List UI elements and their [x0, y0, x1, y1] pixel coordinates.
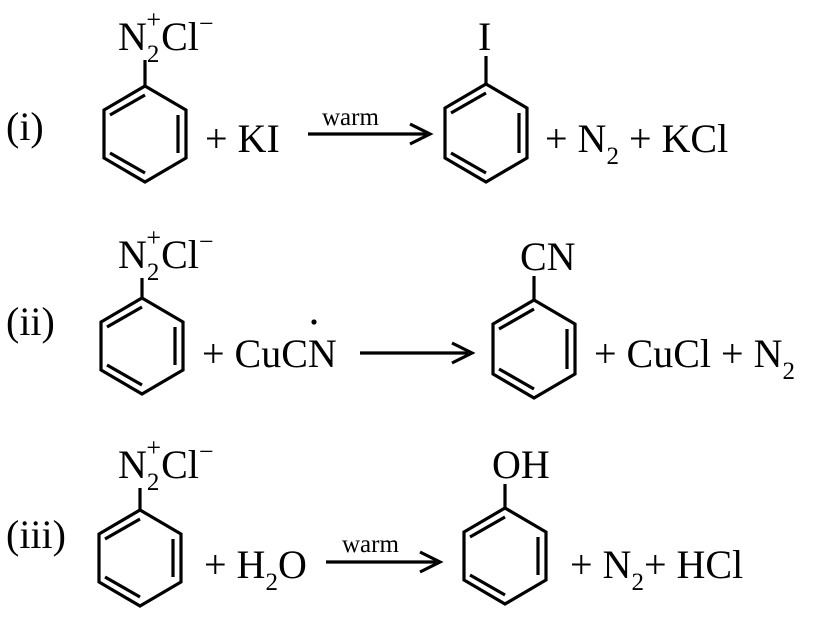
- reaction-3-arrow: [326, 550, 444, 574]
- reaction-3: (iii) N2+Cl− + H2O warm OH + N2+ HC: [6, 433, 743, 608]
- reaction-3-reactant-ring: [97, 508, 183, 608]
- reaction-3-condition: warm: [342, 531, 399, 558]
- reaction-1-product-group: I: [478, 14, 491, 59]
- reaction-1: (i) N2+Cl− + KI warm I + N2 + KCl: [6, 5, 728, 184]
- reaction-3-product-group: OH: [492, 442, 550, 487]
- reaction-1-reactant-ring: [102, 84, 188, 184]
- reaction-3-byproducts: + N2+ HCl: [570, 542, 743, 596]
- reaction-2-reagent: + CuCN: [202, 331, 337, 376]
- reaction-3-reactant-group: N2+Cl−: [118, 433, 214, 496]
- reaction-1-byproducts: + N2 + KCl: [545, 116, 728, 170]
- reaction-3-label: (iii): [6, 512, 66, 557]
- reaction-1-product-ring: [443, 82, 529, 184]
- reaction-1-label: (i): [6, 104, 44, 149]
- reaction-1-reagent: + KI: [205, 116, 280, 161]
- reaction-1-arrow: [308, 122, 434, 146]
- reaction-3-product-ring: [462, 506, 548, 606]
- reaction-2-reactant-ring: [99, 296, 185, 396]
- reaction-2-byproducts: + CuCl + N2: [594, 331, 795, 385]
- reaction-2-reactant-group: N2+Cl−: [118, 223, 214, 286]
- reaction-2-arrow: [360, 341, 476, 365]
- reaction-2-product-ring: [491, 298, 577, 400]
- reaction-2-label: (ii): [6, 299, 55, 344]
- reaction-3-reagent: + H2O: [204, 542, 307, 596]
- reaction-2-radical-dot: [311, 319, 317, 325]
- reaction-2-product-group: CN: [520, 234, 576, 279]
- reaction-1-condition: warm: [322, 104, 379, 131]
- reaction-1-reactant-group: N2+Cl−: [118, 5, 214, 68]
- reaction-2: (ii) N2+Cl− + CuCN CN + CuCl + N2: [6, 223, 795, 400]
